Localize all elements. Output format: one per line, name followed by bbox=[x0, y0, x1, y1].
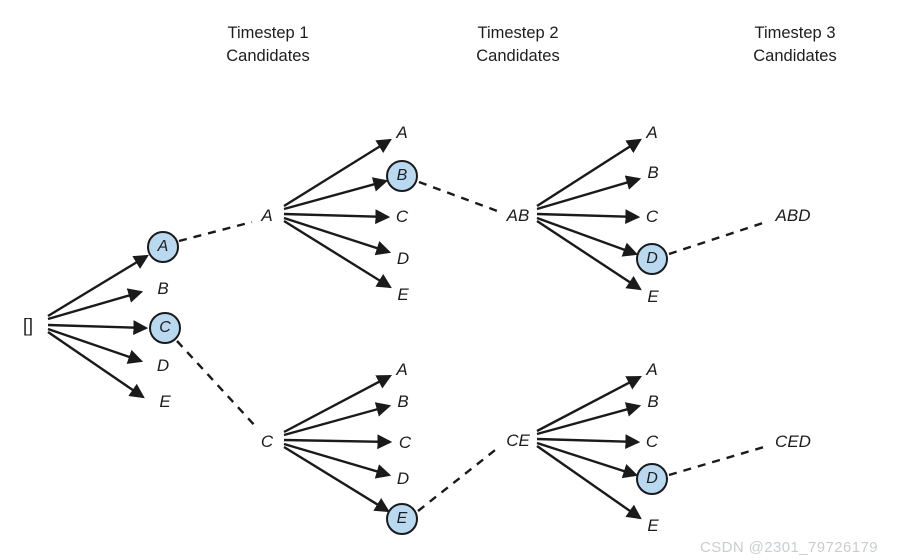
candidate-c-from-c: C bbox=[398, 433, 412, 452]
beam-label-abd: ABD bbox=[775, 206, 811, 225]
dashed-connector-ab bbox=[418, 180, 501, 214]
header-timestep-1: Timestep 1 Candidates bbox=[226, 24, 310, 65]
arrow-ab-c bbox=[536, 209, 641, 225]
root-node-empty-sequence: [] bbox=[22, 315, 34, 336]
arrow-a-e bbox=[283, 219, 392, 289]
arrow-a-d bbox=[283, 216, 392, 256]
arrow-c-d bbox=[283, 442, 392, 479]
beam-label-ced: CED bbox=[775, 432, 811, 451]
arrow-c-a bbox=[283, 374, 392, 434]
candidate-e-from-ab: E bbox=[647, 287, 659, 306]
arrow-c-e bbox=[283, 445, 390, 513]
arrow-ce-a bbox=[536, 375, 642, 433]
dashed-connector-abd bbox=[668, 220, 767, 256]
candidate-a-from-ce: A bbox=[646, 360, 658, 379]
candidate-a-from-ab: A bbox=[646, 123, 658, 142]
dashed-connector-ce bbox=[417, 446, 500, 512]
arrow-ce-c bbox=[536, 434, 641, 450]
candidate-c-from-ab: C bbox=[645, 207, 659, 226]
beam-label-ab: AB bbox=[506, 206, 530, 225]
candidate-a-from-c: A bbox=[396, 360, 408, 379]
candidate-d-t1: D bbox=[156, 356, 170, 375]
candidate-e-t1: E bbox=[159, 392, 171, 411]
arrow-ab-e bbox=[536, 219, 642, 291]
candidate-b-from-ce: B bbox=[647, 392, 659, 411]
candidate-c-from-a: C bbox=[395, 207, 409, 226]
header-timestep-3: Timestep 3 Candidates bbox=[753, 24, 837, 65]
arrow-ce-e bbox=[536, 445, 642, 520]
selected-node-c-t1: C bbox=[149, 312, 181, 344]
candidate-b-from-ab: B bbox=[647, 163, 659, 182]
header-timestep-2: Timestep 2 Candidates bbox=[476, 24, 560, 65]
candidate-c-from-ce: C bbox=[645, 432, 659, 451]
arrow-ab-d bbox=[536, 216, 639, 257]
candidate-d-from-a: D bbox=[396, 249, 410, 268]
dashed-connector-a bbox=[178, 220, 253, 243]
candidate-e-from-ce: E bbox=[647, 516, 659, 535]
candidate-d-from-c: D bbox=[396, 469, 410, 488]
arrow-root-c bbox=[47, 320, 149, 336]
arrow-ab-b bbox=[536, 175, 642, 211]
arrow-root-b bbox=[47, 288, 144, 321]
csdn-watermark: CSDN @2301_79726179 bbox=[700, 539, 878, 556]
candidate-e-from-a: E bbox=[397, 285, 409, 304]
arrow-a-b bbox=[283, 177, 389, 211]
arrow-ce-d bbox=[536, 441, 639, 479]
dashed-connector-c bbox=[176, 340, 259, 430]
arrow-root-e bbox=[47, 331, 145, 399]
beam-label-c: C bbox=[260, 432, 274, 451]
arrow-root-a bbox=[47, 254, 149, 318]
candidate-b-t1: B bbox=[157, 279, 169, 298]
selected-node-b-from-a: B bbox=[386, 160, 418, 192]
selected-node-a-t1: A bbox=[147, 231, 179, 263]
candidate-a-from-a: A bbox=[396, 123, 408, 142]
arrow-ab-a bbox=[536, 138, 642, 208]
dashed-connector-ced bbox=[668, 445, 765, 477]
arrow-root-d bbox=[47, 327, 144, 364]
arrow-c-c bbox=[283, 434, 393, 450]
arrow-a-c bbox=[283, 209, 391, 225]
arrow-ce-b bbox=[536, 402, 642, 436]
selected-node-d-from-ab: D bbox=[636, 243, 668, 275]
candidate-b-from-c: B bbox=[397, 392, 409, 411]
selected-node-d-from-ce: D bbox=[636, 463, 668, 495]
arrow-c-b bbox=[283, 402, 392, 437]
arrow-a-a bbox=[283, 138, 392, 208]
beam-label-ce: CE bbox=[506, 431, 530, 450]
selected-node-e-from-c: E bbox=[386, 503, 418, 535]
beam-label-a: A bbox=[261, 206, 273, 225]
